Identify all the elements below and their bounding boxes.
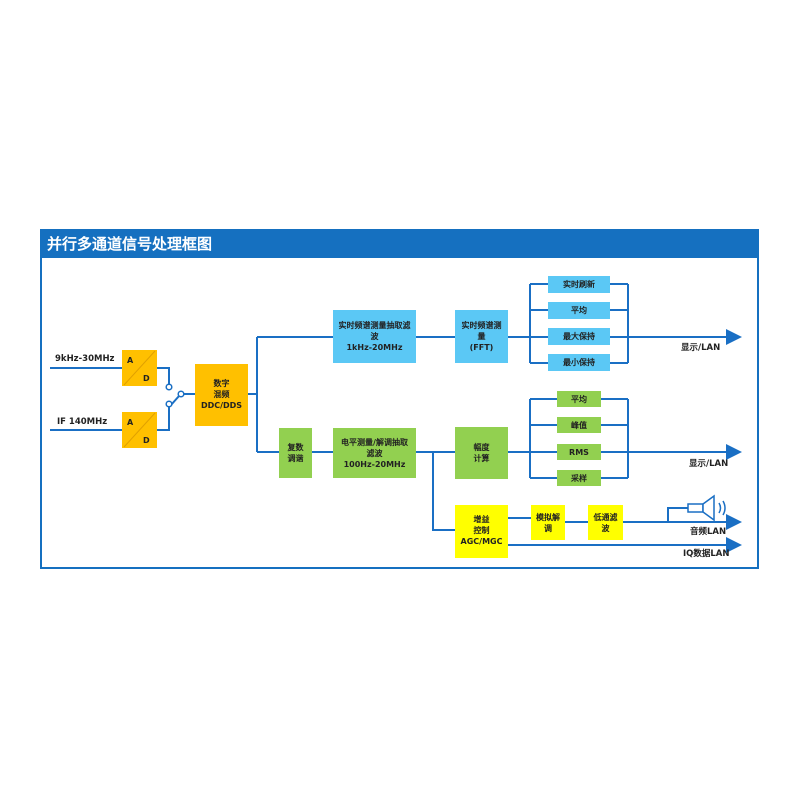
switch-pivot: [177, 390, 185, 398]
svg-text:增益: 增益: [474, 514, 490, 524]
svg-text:100Hz-20MHz: 100Hz-20MHz: [344, 460, 406, 469]
mode-average: 平均: [548, 302, 610, 319]
svg-text:D: D: [143, 374, 150, 383]
svg-text:最小保持: 最小保持: [563, 357, 595, 367]
svg-text:最大保持: 最大保持: [563, 331, 595, 341]
svg-text:幅度: 幅度: [474, 442, 491, 452]
svg-text:1kHz-20MHz: 1kHz-20MHz: [346, 343, 402, 352]
svg-text:调: 调: [544, 523, 552, 533]
svg-text:(FFT): (FFT): [470, 343, 494, 352]
output-display-2: 显示/LAN: [689, 459, 728, 469]
svg-text:实时刷新: 实时刷新: [563, 279, 595, 289]
svg-text:实时频谱测量抽取滤: 实时频谱测量抽取滤: [339, 320, 411, 330]
svg-text:波: 波: [602, 523, 611, 533]
header-bar: [41, 230, 758, 258]
speaker-icon: [687, 494, 726, 522]
mode-max-hold: 最大保持: [548, 328, 610, 345]
output-iq: IQ数据LAN: [683, 548, 730, 559]
fft-box: 实时频谱测量 (FFT): [455, 310, 508, 363]
svg-text:混频: 混频: [214, 389, 230, 399]
svg-text:控制: 控制: [474, 525, 490, 535]
svg-text:实时频谱测: 实时频谱测: [462, 320, 502, 330]
svg-text:采样: 采样: [570, 473, 587, 483]
svg-text:电平测量/解调抽取: 电平测量/解调抽取: [341, 437, 408, 447]
svg-text:A: A: [127, 418, 134, 427]
svg-text:平均: 平均: [571, 305, 587, 315]
mode-min-hold: 最小保持: [548, 354, 610, 371]
svg-text:调谐: 调谐: [288, 453, 304, 463]
svg-text:峰值: 峰值: [571, 420, 587, 430]
svg-text:量: 量: [478, 331, 486, 341]
svg-text:DDC/DDS: DDC/DDS: [201, 401, 242, 410]
output-audio: 音频LAN: [690, 526, 726, 537]
svg-text:模拟解: 模拟解: [536, 512, 560, 522]
svg-text:低通滤: 低通滤: [593, 512, 618, 522]
diagram-title: 并行多通道信号处理框图: [47, 235, 212, 253]
switch-contact: [165, 400, 173, 408]
adc-2: AD: [122, 412, 157, 448]
level-mode-rms: RMS: [557, 444, 601, 460]
svg-text:滤波: 滤波: [367, 448, 384, 458]
svg-text:波: 波: [371, 331, 380, 341]
svg-text:数字: 数字: [214, 378, 230, 388]
level-mode-sample: 采样: [557, 470, 601, 486]
mode-realtime: 实时刷新: [548, 276, 610, 293]
panel: [40, 229, 759, 569]
svg-text:A: A: [127, 356, 134, 365]
svg-text:AGC/MGC: AGC/MGC: [461, 537, 503, 546]
switch-contact: [165, 383, 173, 391]
input-label-1: 9kHz-30MHz: [55, 354, 115, 364]
svg-text:复数: 复数: [287, 442, 305, 452]
svg-text:计算: 计算: [474, 453, 490, 463]
svg-text:RMS: RMS: [569, 448, 589, 457]
level-mode-average: 平均: [557, 391, 601, 407]
adc-1: AD: [122, 350, 157, 386]
svg-text:平均: 平均: [571, 394, 587, 404]
level-mode-peak: 峰值: [557, 417, 601, 433]
output-display-1: 显示/LAN: [681, 343, 720, 353]
signal-lines: [50, 283, 742, 553]
input-label-2: IF 140MHz: [57, 417, 107, 427]
svg-text:D: D: [143, 436, 150, 445]
